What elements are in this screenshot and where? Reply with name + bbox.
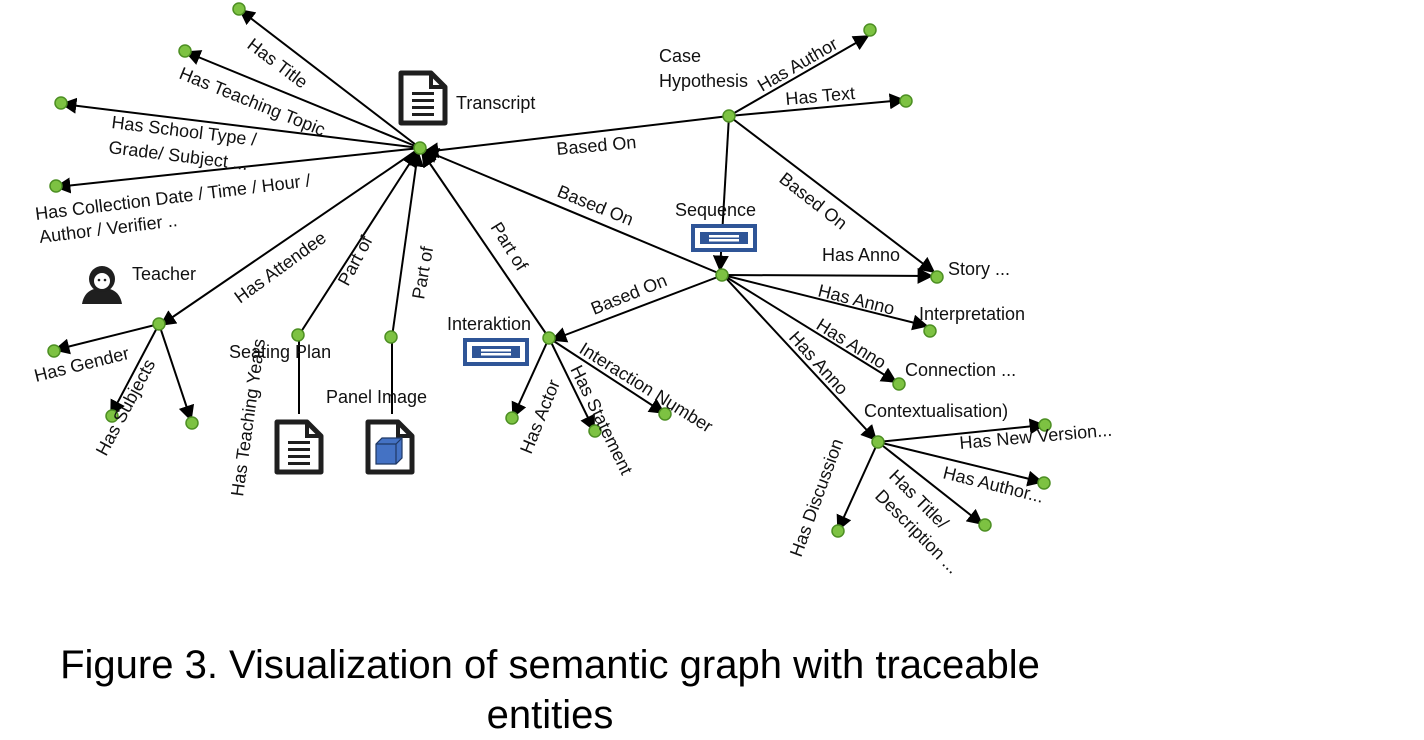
- edge-has-anno-connection: [722, 274, 898, 383]
- edge-part-of-interaktion: [421, 150, 550, 339]
- label-case-hypothesis-line2: Hypothesis: [659, 71, 748, 91]
- edge-has-subjects: [110, 323, 160, 417]
- sequence-icon: [691, 224, 757, 252]
- label-panel-image: Panel Image: [326, 387, 427, 407]
- edge-based-on-interaktion: [550, 274, 724, 343]
- edge-label-has-author-context: Has Author...: [941, 462, 1046, 506]
- node-teacher[interactable]: [152, 317, 166, 331]
- label-sequence: Sequence: [675, 200, 756, 220]
- edge-label-has-new-version: Has New Version...: [959, 420, 1113, 453]
- edge-label-has-subjects: Has Subjects: [92, 356, 159, 459]
- edge-label-has-anno-story: Has Anno: [822, 245, 900, 265]
- node-collection-date[interactable]: [49, 179, 63, 193]
- edge-label-has-gender: Has Gender: [32, 343, 131, 386]
- edge-has-anno-context: [722, 274, 878, 442]
- edge-label-part-of-interaktion: Part of: [487, 219, 533, 275]
- edge-has-statement: [548, 337, 595, 432]
- node-actor[interactable]: [505, 411, 519, 425]
- edge-has-teaching-topic: [184, 50, 421, 149]
- edge-has-teaching-years: [158, 323, 195, 422]
- label-seating-plan: Seating Plan: [229, 342, 331, 362]
- node-connection[interactable]: [892, 377, 906, 391]
- edge-has-title: [238, 9, 421, 149]
- node-gender[interactable]: [47, 344, 61, 358]
- figure-caption-line2: entities: [486, 693, 614, 737]
- node-title[interactable]: [232, 2, 246, 16]
- node-teaching-years[interactable]: [185, 416, 199, 430]
- node-interaktion[interactable]: [542, 331, 556, 345]
- edge-has-author-context: [877, 441, 1044, 487]
- label-case-hypothesis-line1: Case: [659, 46, 701, 66]
- edge-label-has-actor: Has Actor: [516, 377, 564, 457]
- label-connection: Connection ...: [905, 360, 1016, 380]
- node-story[interactable]: [930, 270, 944, 284]
- edge-has-attendee: [159, 147, 421, 326]
- edge-has-title-desc: [877, 441, 984, 525]
- node-panel-image[interactable]: [384, 330, 398, 344]
- edge-interaction-number: [548, 337, 666, 414]
- label-transcript: Transcript: [456, 93, 535, 113]
- edge-has-discussion: [836, 441, 879, 532]
- document-icon: [398, 70, 448, 126]
- edge-based-on-case: [422, 115, 730, 159]
- edge-has-school-type: [60, 97, 421, 149]
- nodes: [47, 2, 1052, 538]
- semantic-graph: Transcript Case Hypothesis Sequence Teac…: [32, 2, 1113, 578]
- node-contextualisation[interactable]: [871, 435, 885, 449]
- node-case-author[interactable]: [863, 23, 877, 37]
- label-contextualisation: Contextualisation): [864, 401, 1008, 421]
- node-case-hypothesis[interactable]: [722, 109, 736, 123]
- node-case-text[interactable]: [899, 94, 913, 108]
- label-story: Story ...: [948, 259, 1010, 279]
- edge-has-actor: [511, 337, 550, 419]
- node-interaction-number[interactable]: [658, 407, 672, 421]
- edge-has-new-version: [877, 418, 1046, 443]
- node-labels: Transcript Case Hypothesis Sequence Teac…: [132, 46, 1025, 421]
- edge-label-has-discussion: Has Discussion: [786, 436, 847, 559]
- node-seating-plan[interactable]: [291, 328, 305, 342]
- node-transcript[interactable]: [413, 141, 427, 155]
- node-new-version[interactable]: [1038, 418, 1052, 432]
- edge-label-part-of-seating: Part of: [334, 232, 377, 289]
- edge-has-text: [728, 93, 906, 117]
- node-teaching-topic[interactable]: [178, 44, 192, 58]
- label-interaktion: Interaktion: [447, 314, 531, 334]
- edge-part-of-panel: [391, 150, 424, 338]
- edge-has-anno-interpretation: [722, 274, 929, 331]
- figure-caption-line1: Figure 3. Visualization of semantic grap…: [60, 643, 1040, 687]
- label-interpretation: Interpretation: [919, 304, 1025, 324]
- node-statement[interactable]: [588, 424, 602, 438]
- label-teacher: Teacher: [132, 264, 196, 284]
- node-sequence[interactable]: [715, 268, 729, 282]
- edge-part-of-seating: [298, 150, 418, 336]
- edge-has-anno-story: [722, 267, 934, 284]
- edges: [53, 9, 1046, 532]
- node-subjects[interactable]: [105, 409, 119, 423]
- edge-based-on-story: [728, 115, 936, 273]
- edge-based-on-sequence: [422, 148, 724, 276]
- edge-label-has-title: Has Title: [244, 34, 312, 92]
- node-interpretation[interactable]: [923, 324, 937, 338]
- document-icon: [274, 419, 324, 475]
- sequence-icon: [463, 338, 529, 366]
- edge-label-part-of-panel: Part of: [408, 244, 437, 301]
- edge-has-author-case: [728, 35, 870, 117]
- edge-label-has-anno-interpretation: Has Anno: [816, 280, 897, 318]
- figure-caption: Figure 3. Visualization of semantic grap…: [0, 640, 1100, 740]
- node-title-desc[interactable]: [978, 518, 992, 532]
- node-school-type[interactable]: [54, 96, 68, 110]
- edge-has-gender: [53, 323, 160, 355]
- node-discussion[interactable]: [831, 524, 845, 538]
- edge-has-collection: [54, 147, 421, 194]
- cube-icon: [365, 419, 415, 475]
- person-icon: [82, 266, 122, 304]
- edge-label-based-on-case: Based On: [556, 132, 638, 159]
- node-context-author[interactable]: [1037, 476, 1051, 490]
